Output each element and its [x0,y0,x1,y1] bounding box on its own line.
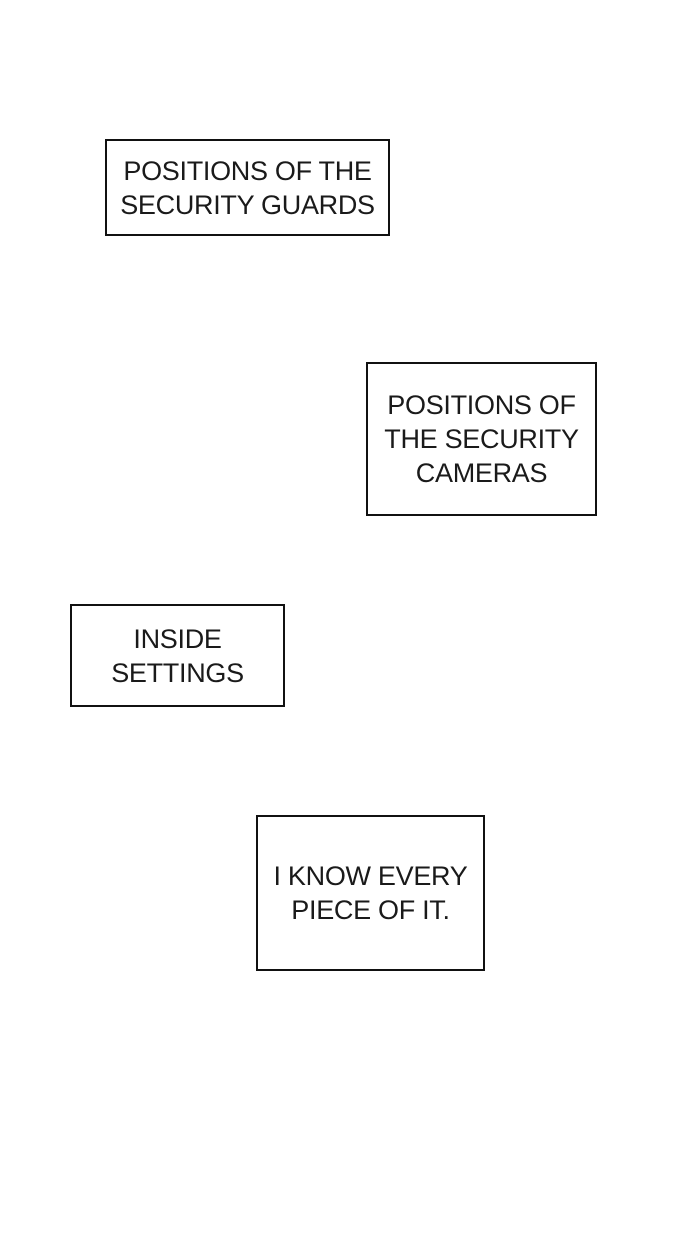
caption-box-security-guards: POSITIONS OF THE SECURITY GUARDS [105,139,390,236]
caption-line: SETTINGS [111,657,244,688]
caption-box-security-cameras: POSITIONS OF THE SECURITY CAMERAS [366,362,597,516]
caption-line: CAMERAS [415,458,548,488]
caption-line: POSITIONS OF THE [123,155,372,186]
caption-box-know-every-piece: I KNOW EVERY PIECE OF IT. [256,815,485,971]
caption-line: SECURITY GUARDS [120,189,375,220]
caption-line: INSIDE [133,623,222,654]
caption-line: THE SECURITY [384,424,579,454]
caption-line: PIECE OF IT. [291,895,450,925]
caption-line: POSITIONS OF [387,390,576,420]
caption-box-inside-settings: INSIDE SETTINGS [70,604,285,707]
caption-line: I KNOW EVERY [273,861,468,891]
